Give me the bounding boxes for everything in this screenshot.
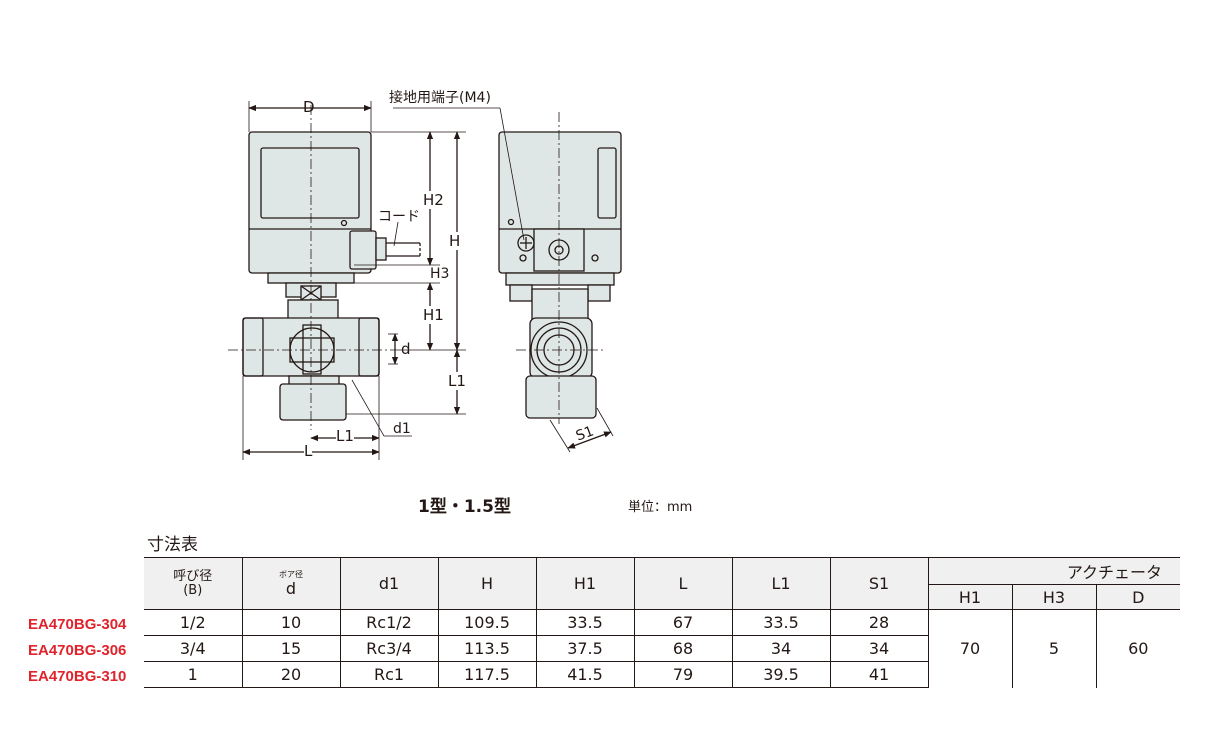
dim-H1-label: H1 [423,306,444,324]
cell-L: 68 [633,635,733,662]
cell-nominal: 1/2 [144,609,243,636]
cell-d: 10 [241,609,341,636]
cell-d1: Rc3/4 [339,635,439,662]
cell-H: 113.5 [437,635,537,662]
header-actuator-H1: H1 [927,584,1013,610]
unit-label: 単位：mm [628,500,693,515]
dim-L1-bottom-label: L1 [336,427,354,445]
header-actuator: アクチェータ [927,557,1181,585]
header-H1: H1 [535,557,635,610]
dimension-table: 呼び径 (B) ボア径 d d1 H H1 L L1 S1 アクチェータ H1 … [144,557,1181,688]
dim-L-label: L [304,442,313,460]
model-number: EA470BG-310 [28,668,127,685]
cell-nominal: 3/4 [144,635,243,662]
dim-d1-label: d1 [393,421,411,437]
cell-H: 117.5 [437,661,537,688]
header-H: H [437,557,537,610]
dim-H3-label: H3 [430,266,450,282]
cell-L: 67 [633,609,733,636]
dim-d-label: d [401,340,411,358]
cell-actuator-D: 60 [1095,609,1181,688]
header-nominal: 呼び径 (B) [144,557,243,610]
model-number: EA470BG-304 [28,616,127,633]
cell-nominal: 1 [144,661,243,688]
cord-label: コード [378,209,420,225]
actuator-window-front [260,147,360,219]
cell-L: 79 [633,661,733,688]
cell-H1: 41.5 [535,661,635,688]
header-L1: L1 [731,557,831,610]
cell-H1: 33.5 [535,609,635,636]
cell-L1: 34 [731,635,831,662]
figure-caption: 1型・1.5型 [418,497,511,517]
cell-d: 15 [241,635,341,662]
cell-actuator-H1: 70 [927,609,1013,688]
dim-L1-side-label: L1 [448,372,466,390]
dim-H-label: H [449,232,461,250]
cell-actuator-H3: 5 [1011,609,1097,688]
cell-S1: 28 [829,609,929,636]
cell-L1: 33.5 [731,609,831,636]
table-row: 3/4 15 Rc3/4 113.5 37.5 68 34 34 [144,635,1180,662]
header-bore: ボア径 d [241,557,341,610]
cell-H: 109.5 [437,609,537,636]
dim-D-label: D [303,98,315,116]
model-number-list: EA470BG-304 EA470BG-306 EA470BG-310 [28,612,138,690]
cell-L1: 39.5 [731,661,831,688]
header-actuator-H3: H3 [1011,584,1097,610]
cell-d: 20 [241,661,341,688]
dim-H2-label: H2 [423,191,444,209]
cell-S1: 41 [829,661,929,688]
table-row: 1 20 Rc1 117.5 41.5 79 39.5 41 [144,661,1180,688]
cell-d1: Rc1/2 [339,609,439,636]
cell-d1: Rc1 [339,661,439,688]
header-L: L [633,557,733,610]
model-number: EA470BG-306 [28,642,127,659]
cell-H1: 37.5 [535,635,635,662]
header-S1: S1 [829,557,929,610]
header-actuator-D: D [1095,584,1181,610]
cord-gland [349,230,377,270]
header-d1: d1 [339,557,439,610]
table-row: 1/2 10 Rc1/2 109.5 33.5 67 33.5 28 70 5 … [144,609,1181,688]
cell-S1: 34 [829,635,929,662]
dimension-table-title: 寸法表 [147,535,198,555]
ground-terminal-label: 接地用端子(M4) [389,90,491,106]
